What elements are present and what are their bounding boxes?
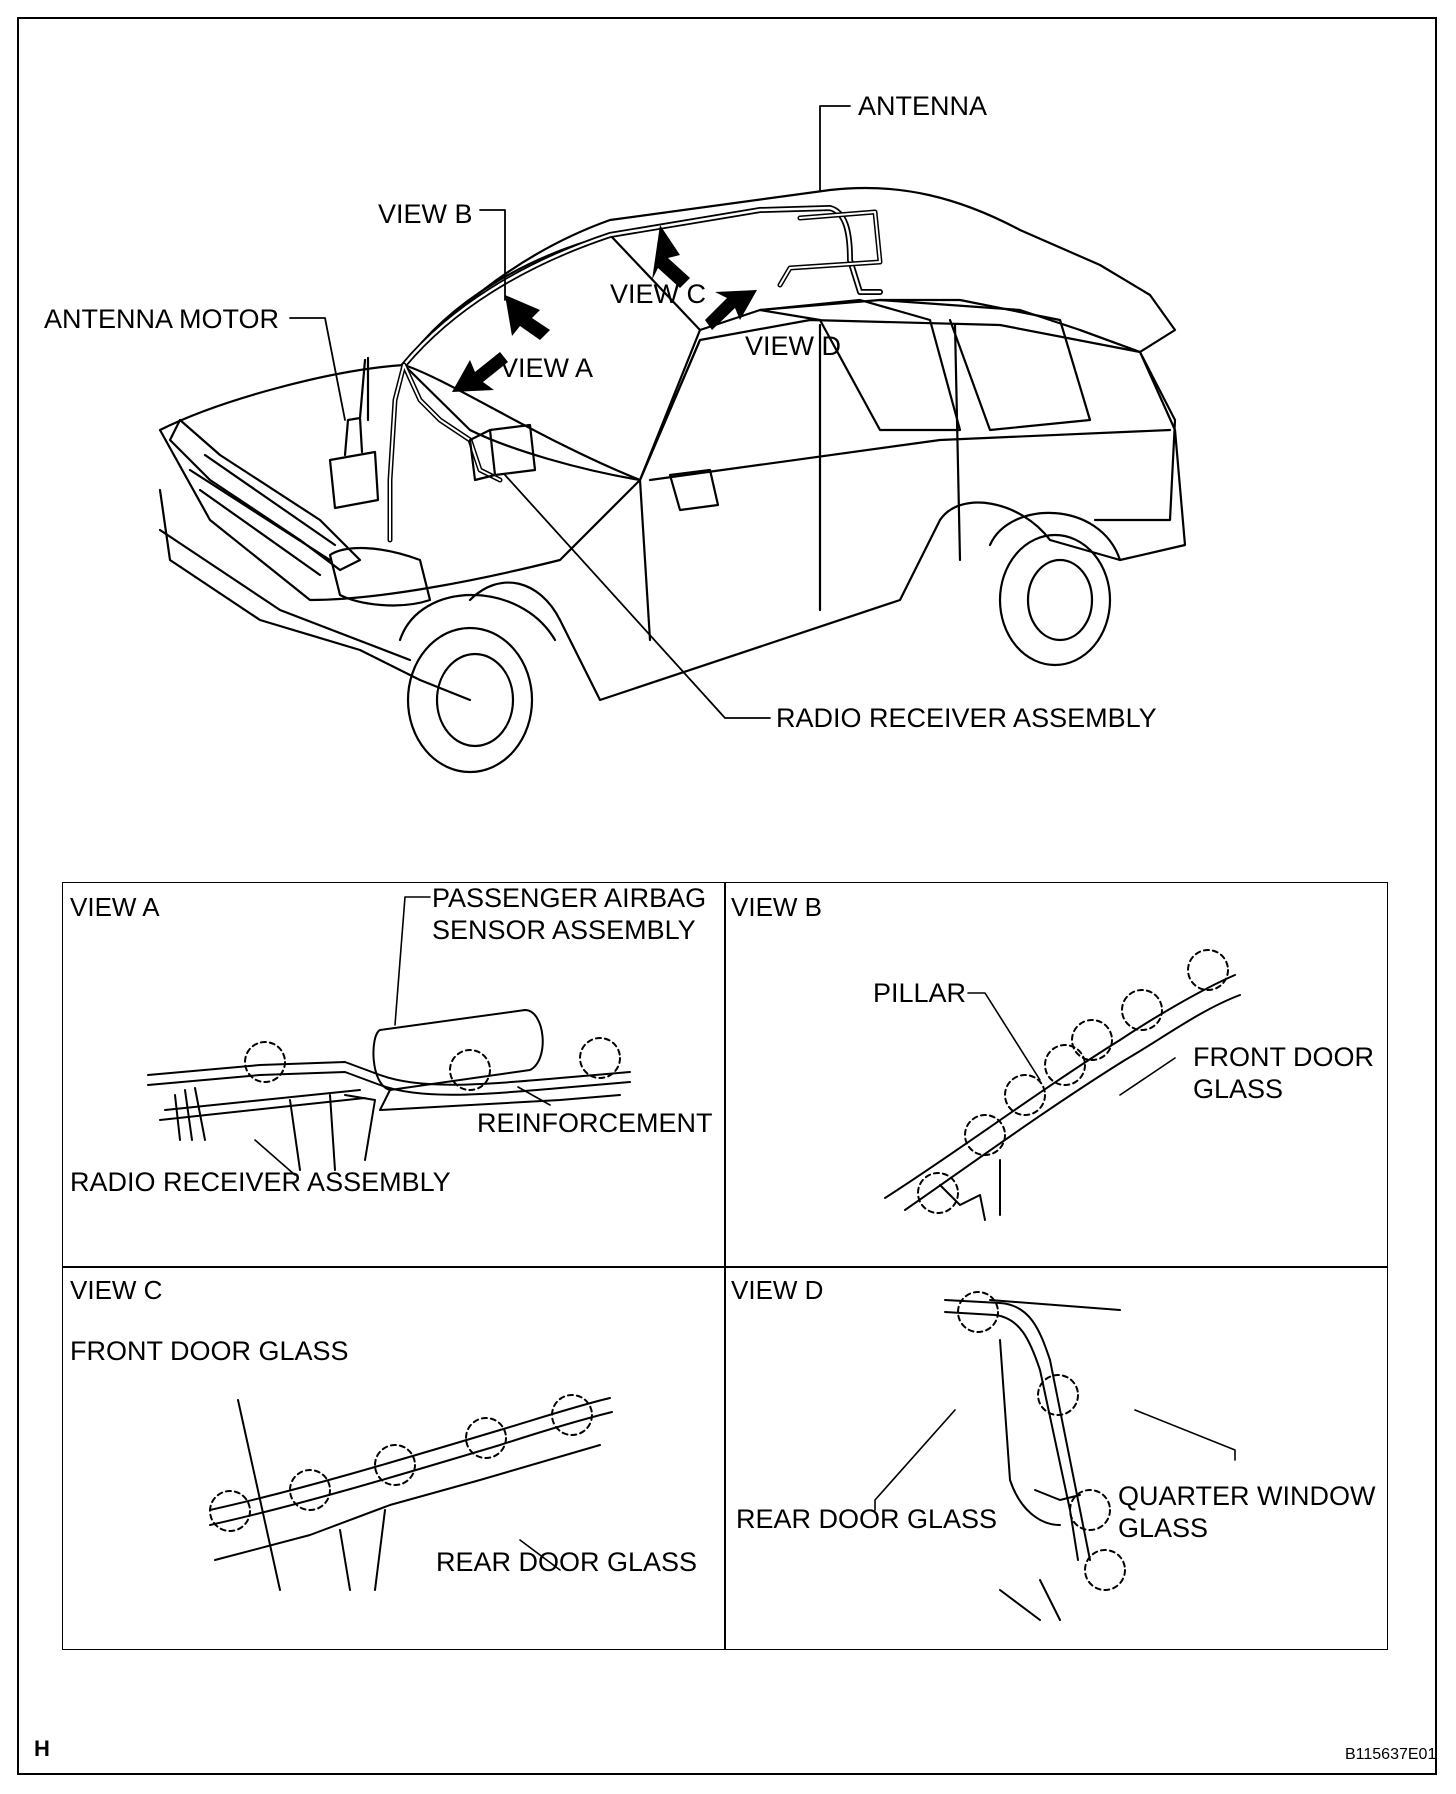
view-a-title: VIEW A xyxy=(70,892,160,922)
clamp-circle xyxy=(957,1291,999,1333)
front-wheel xyxy=(406,626,534,774)
clamp-circle xyxy=(465,1417,507,1459)
clamp-circle xyxy=(1071,1019,1113,1061)
clamp-circle xyxy=(1004,1074,1046,1116)
clamp-circle xyxy=(1121,989,1163,1031)
label-antenna-motor: ANTENNA MOTOR xyxy=(44,304,280,334)
label-view-b: VIEW B xyxy=(378,199,473,229)
view-c-drawing xyxy=(209,1394,613,1591)
label-quarter-window: QUARTER WINDOW GLASS xyxy=(1118,1481,1376,1543)
clamp-circle xyxy=(1084,1549,1126,1591)
clamp-circle xyxy=(289,1469,331,1511)
view-d-arrow xyxy=(705,290,757,330)
clamp-circle xyxy=(1044,1044,1086,1086)
airbag-sensor xyxy=(372,1009,544,1091)
view-b-arrow xyxy=(505,295,550,340)
panel-view-b xyxy=(724,882,1388,1268)
label-view-a: VIEW A xyxy=(500,353,594,383)
vehicle-headlight xyxy=(328,547,432,607)
view-c-arrow xyxy=(652,225,690,288)
vehicle-illustration xyxy=(158,105,1187,774)
clamp-circle xyxy=(1037,1374,1079,1416)
label-view-c: VIEW C xyxy=(610,279,707,309)
figure-code: B115637E01 xyxy=(1345,1746,1437,1763)
vehicle-body-side xyxy=(468,318,1187,702)
clamp-circle xyxy=(209,1490,251,1532)
view-a-drawing xyxy=(147,896,631,1176)
clamp-circle xyxy=(374,1444,416,1486)
vehicle-bumper xyxy=(158,488,472,702)
label-front-door-glass-b: FRONT DOOR GLASS xyxy=(1193,1042,1374,1104)
clamp-circle xyxy=(1187,949,1229,991)
label-pillar: PILLAR xyxy=(873,978,967,1008)
view-d-drawing xyxy=(874,1291,1236,1621)
figure-frame xyxy=(17,17,1437,1775)
clamp-circle xyxy=(579,1037,621,1079)
clamp-circle xyxy=(244,1041,286,1083)
page-mark: H xyxy=(34,1736,50,1761)
clamp-circle xyxy=(551,1394,593,1436)
label-radio-receiver: RADIO RECEIVER ASSEMBLY xyxy=(776,703,1157,733)
clamp-circle xyxy=(917,1172,959,1214)
label-passenger-airbag: PASSENGER AIRBAG SENSOR ASSEMBLY xyxy=(432,883,707,945)
clamp-circle xyxy=(449,1049,491,1091)
label-view-d: VIEW D xyxy=(745,331,842,361)
label-antenna: ANTENNA xyxy=(858,91,988,121)
label-front-door-glass-c: FRONT DOOR GLASS xyxy=(70,1336,349,1366)
side-mirror xyxy=(668,468,720,512)
label-rear-door-glass-d: REAR DOOR GLASS xyxy=(736,1504,998,1534)
view-a-arrow xyxy=(452,352,508,392)
vehicle-windshield xyxy=(402,233,702,482)
clamp-circle xyxy=(1069,1489,1111,1531)
rear-wheel xyxy=(998,533,1112,667)
clamp-circle xyxy=(964,1114,1006,1156)
vehicle-grille xyxy=(168,418,362,572)
label-radio-receiver-a: RADIO RECEIVER ASSEMBLY xyxy=(70,1167,451,1197)
view-b-drawing xyxy=(884,949,1241,1221)
view-c-title: VIEW C xyxy=(70,1275,163,1305)
view-d-title: VIEW D xyxy=(731,1275,824,1305)
label-reinforcement: REINFORCEMENT xyxy=(477,1108,713,1138)
panel-view-d xyxy=(724,1266,1388,1650)
radio-receiver xyxy=(468,423,537,482)
antenna-motor xyxy=(328,356,380,510)
label-rear-door-glass-c: REAR DOOR GLASS xyxy=(436,1547,698,1577)
view-b-title: VIEW B xyxy=(731,892,823,922)
panel-view-a xyxy=(62,882,726,1268)
panel-view-c xyxy=(62,1266,726,1650)
